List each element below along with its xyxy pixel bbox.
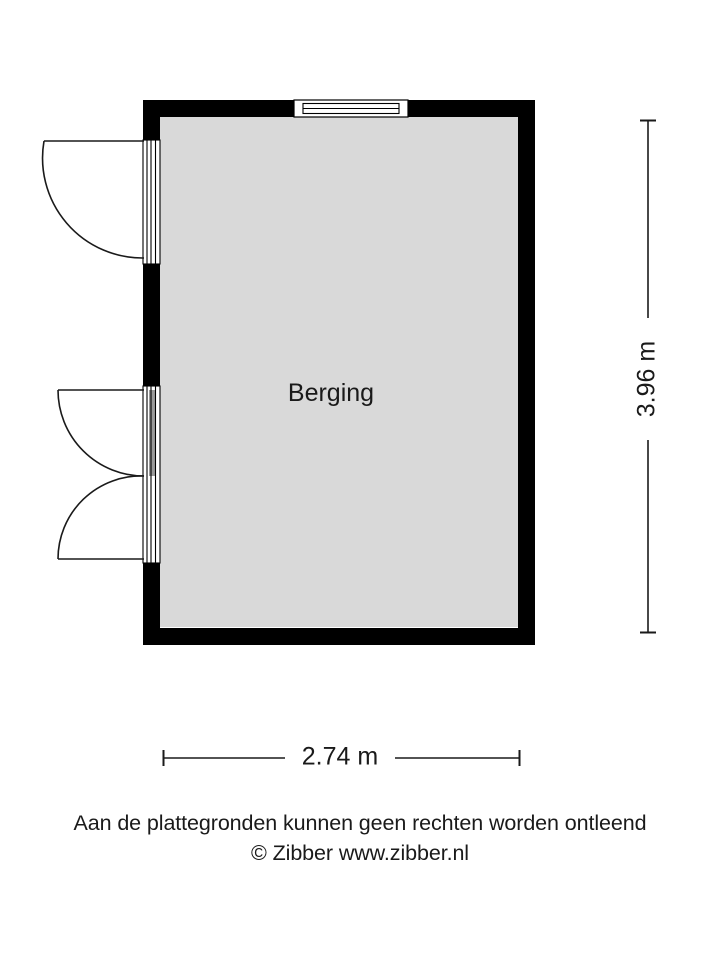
door-lower-left bbox=[57, 385, 161, 564]
footer-copyright: © Zibber www.zibber.nl bbox=[251, 841, 469, 865]
door-lower-lower-swing-arc bbox=[57, 475, 145, 560]
wall-bottom bbox=[143, 628, 535, 645]
wall-left-middle-pier bbox=[143, 264, 160, 386]
dimension-horizontal-label: 2.74 m bbox=[302, 743, 378, 771]
door-upper-left bbox=[41, 139, 161, 265]
wall-left-bottom-nub bbox=[143, 563, 160, 645]
wall-right bbox=[518, 100, 535, 645]
door-lower-upper-swing-arc bbox=[57, 389, 145, 477]
footer: Aan de plattegronden kunnen geen rechten… bbox=[0, 808, 720, 868]
door-upper-left-swing-arc bbox=[41, 140, 145, 259]
footer-disclaimer: Aan de plattegronden kunnen geen rechten… bbox=[73, 811, 647, 835]
room-floor-fill bbox=[160, 116, 518, 627]
wall-top-right-segment bbox=[408, 100, 535, 117]
window-top bbox=[293, 99, 409, 118]
dimension-horizontal: 2.74 m bbox=[162, 743, 521, 771]
dimension-vertical: 3.96 m bbox=[633, 119, 661, 634]
room-label: Berging bbox=[288, 379, 374, 407]
wall-top-left-segment bbox=[143, 100, 294, 117]
wall-left-top-nub bbox=[143, 100, 160, 140]
dimension-vertical-label: 3.96 m bbox=[633, 341, 661, 417]
